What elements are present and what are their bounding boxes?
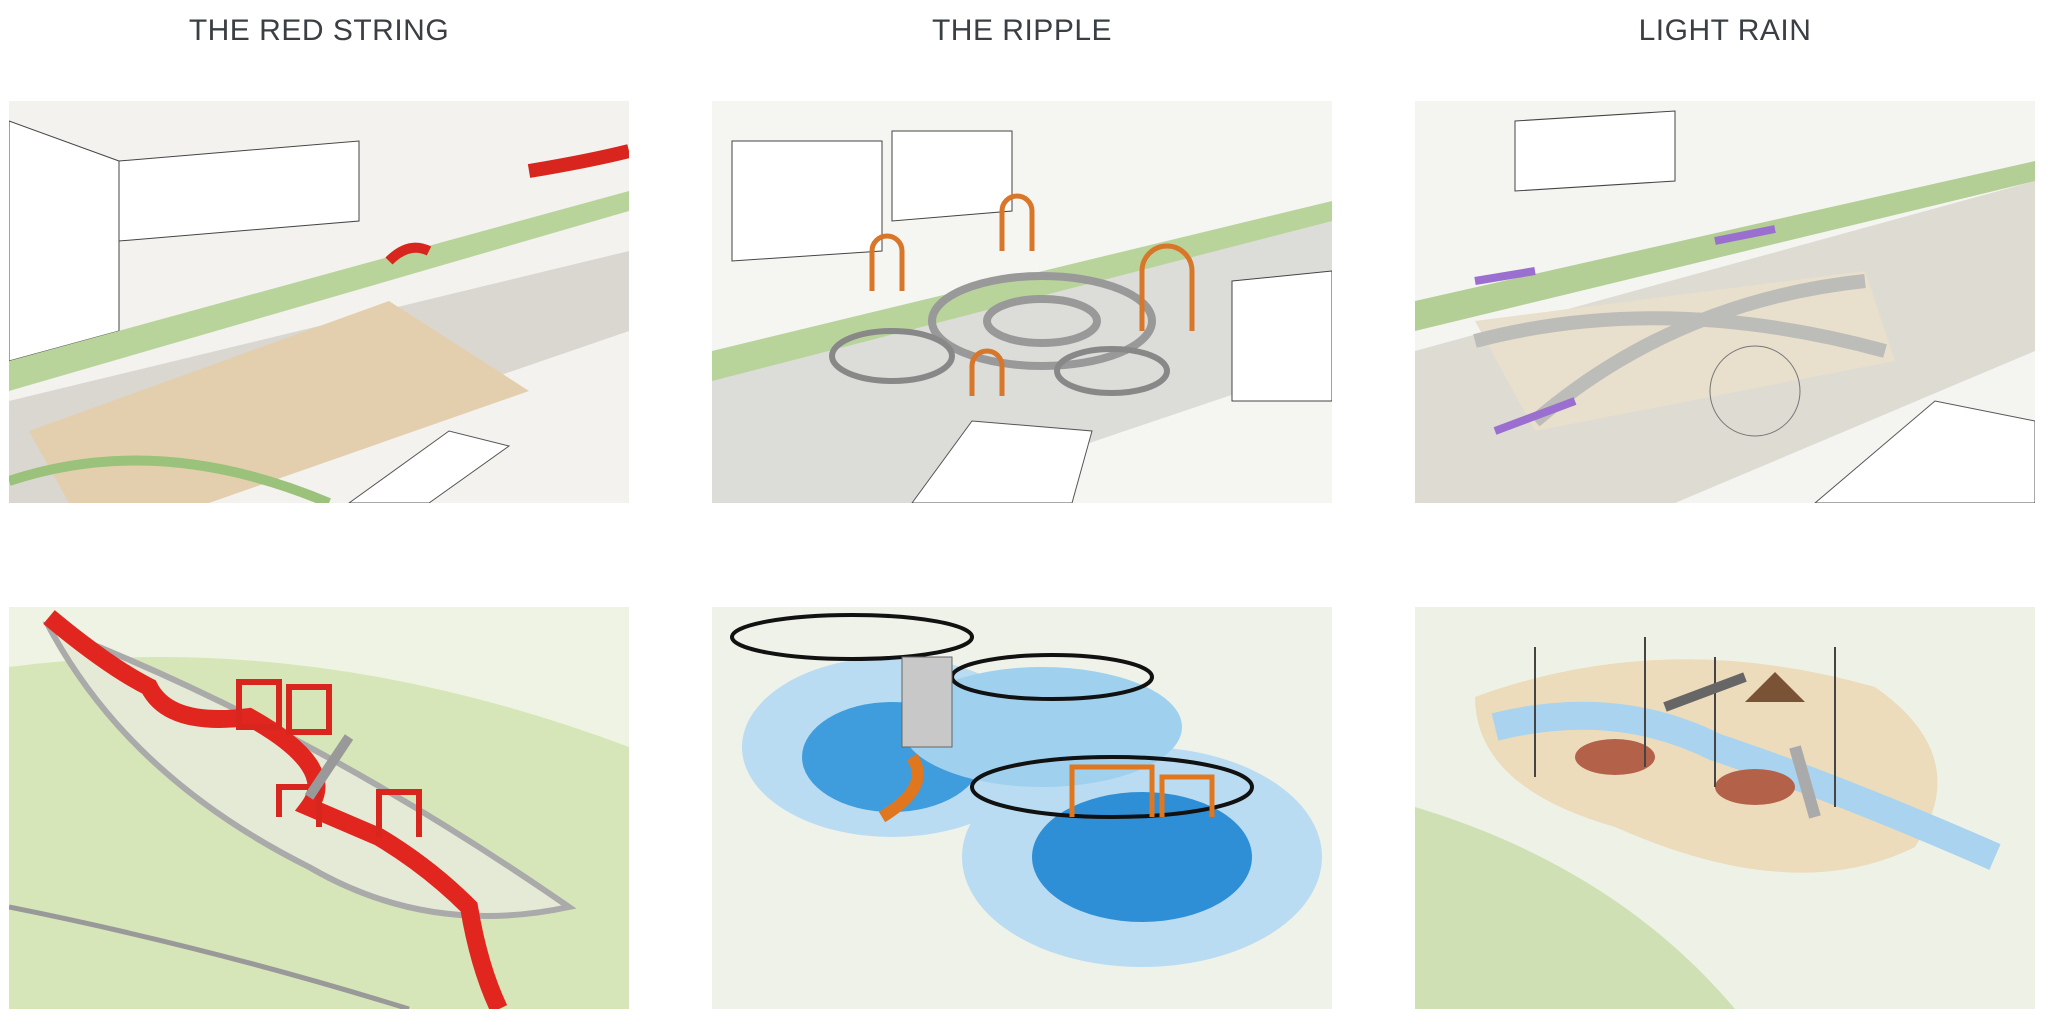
- ripple-playground-image: [712, 607, 1332, 1009]
- column-title-light-rain: LIGHT RAIN: [1638, 14, 1812, 47]
- red-string-streetscape-image: [9, 101, 629, 503]
- ripple-streetscape-image: [712, 101, 1332, 503]
- light-rain-streetscape-image: [1415, 101, 2035, 503]
- column-title-red-string: THE RED STRING: [188, 14, 450, 47]
- column-title-ripple: THE RIPPLE: [931, 14, 1113, 47]
- light-rain-playground-image: [1415, 607, 2035, 1009]
- red-string-playground-image: [9, 607, 629, 1009]
